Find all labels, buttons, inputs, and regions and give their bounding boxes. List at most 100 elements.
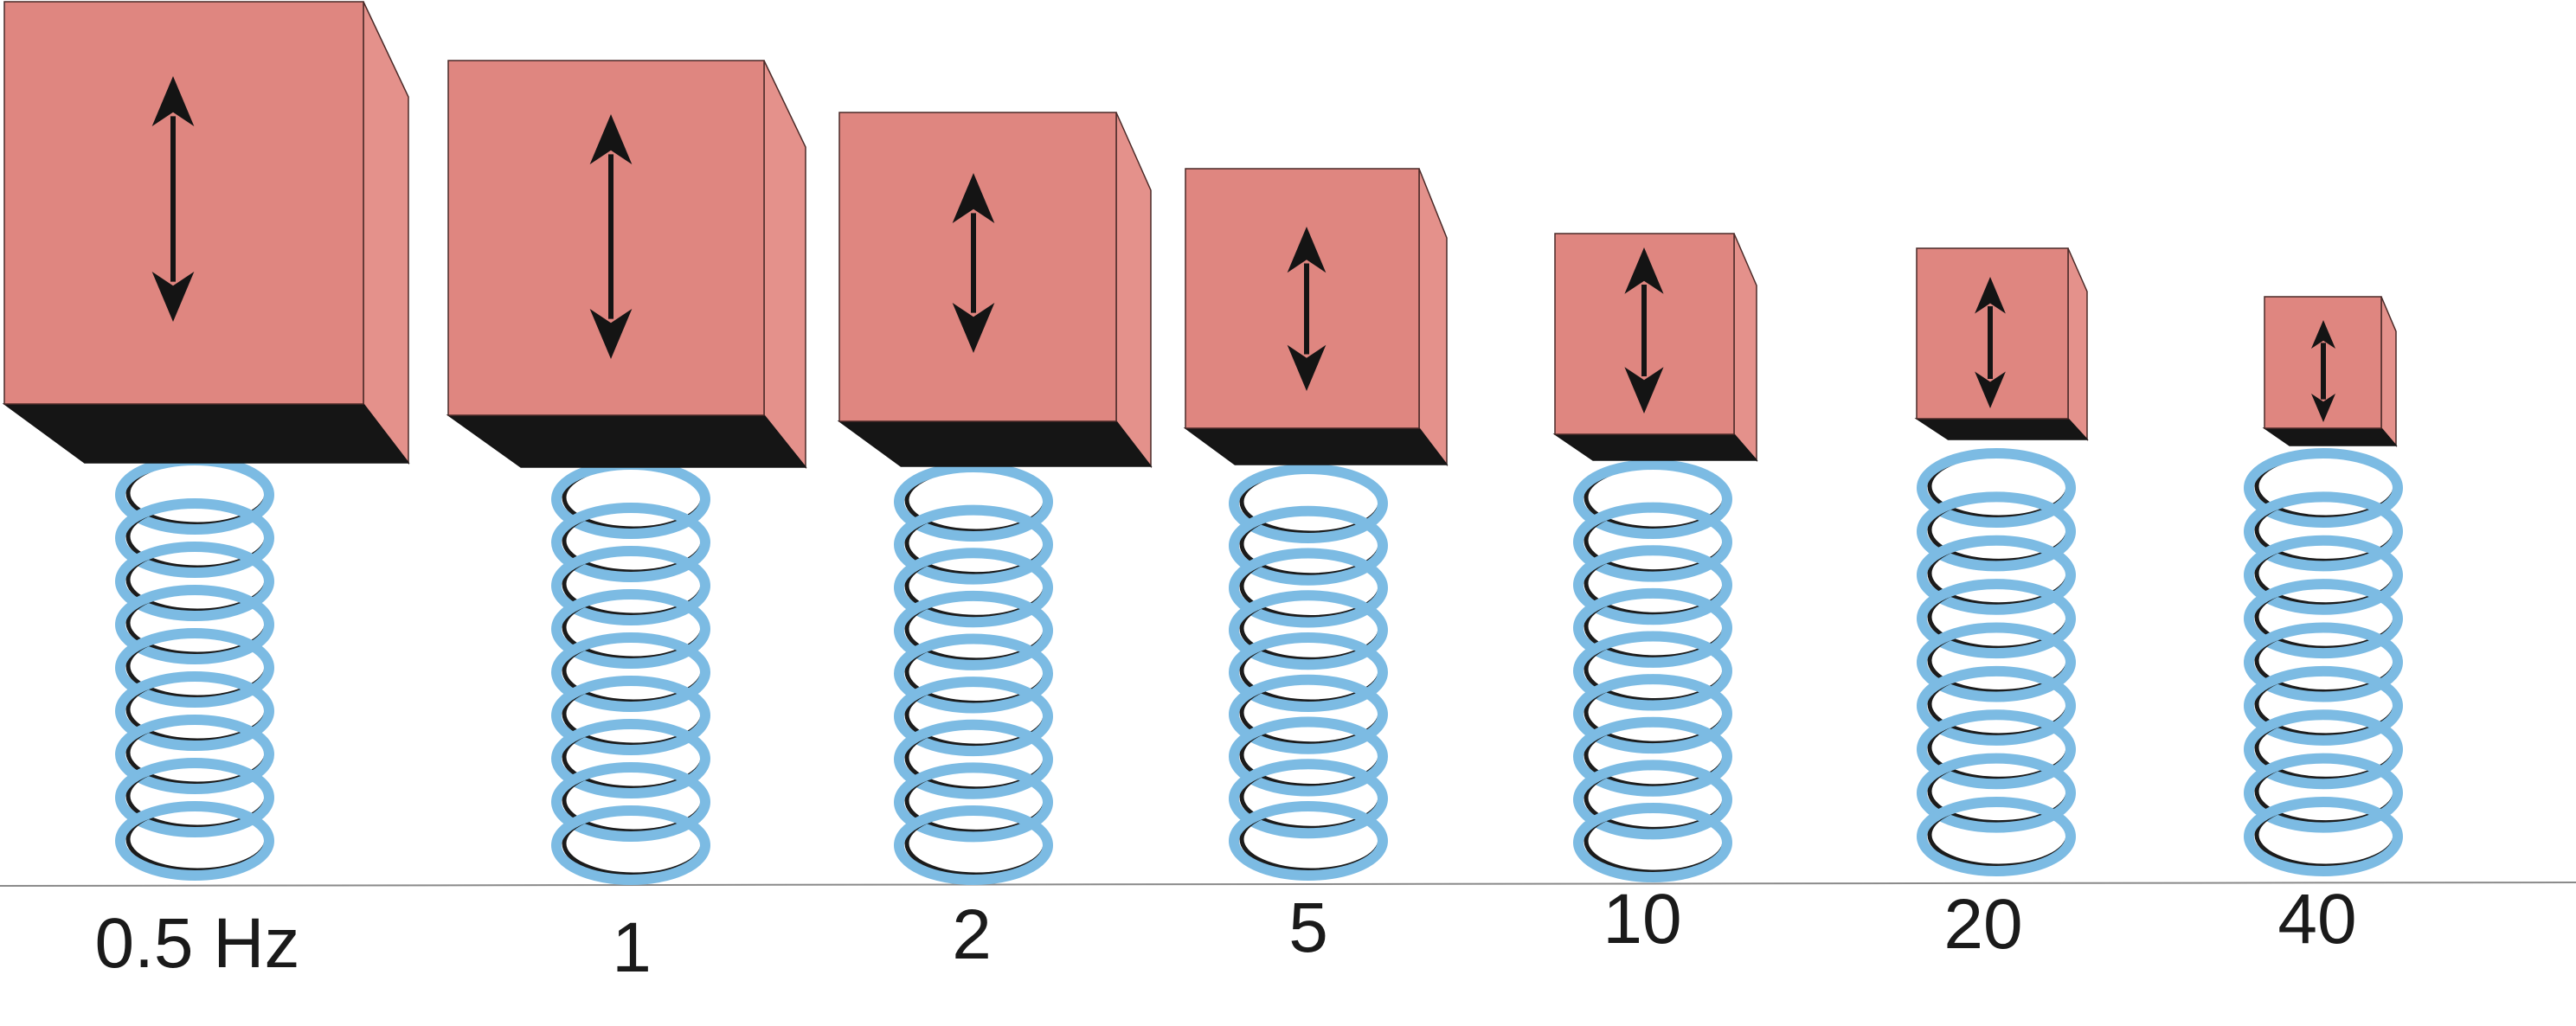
spring-coil <box>1229 464 1388 543</box>
mass-box <box>1183 168 1449 467</box>
spring-coil <box>551 589 710 669</box>
arrow-head-up <box>1287 227 1327 273</box>
mass-box-bottom <box>1552 433 1758 461</box>
mass-box-side <box>2067 247 2088 441</box>
spring-coil <box>115 498 274 578</box>
spring-coil <box>1573 674 1732 754</box>
mass-box-bottom <box>2262 427 2398 446</box>
mass-box <box>446 60 807 470</box>
frequency-label: 40 <box>2277 880 2357 959</box>
spring-coil <box>551 546 710 625</box>
double-arrow-icon <box>151 76 195 322</box>
double-arrow-icon <box>1975 277 2006 408</box>
mass-box-side <box>1115 112 1152 469</box>
spring-mass-system <box>2244 296 2403 876</box>
mass-box <box>837 112 1153 469</box>
spring-coil <box>2244 622 2403 702</box>
spring-coil <box>1917 753 2076 833</box>
mass-box-bottom <box>446 414 807 468</box>
arrow-head-up <box>1624 247 1664 294</box>
arrow-head-down <box>151 272 195 322</box>
spring-coil <box>1917 535 2076 615</box>
spring-coil <box>551 632 710 712</box>
spring-coil <box>115 542 274 621</box>
mass-box <box>2262 296 2398 448</box>
spring-coil <box>115 628 274 708</box>
spring <box>2244 448 2403 876</box>
mass-box-bottom <box>2 403 410 464</box>
arrow-head-up <box>952 173 995 223</box>
spring-coil <box>115 801 274 881</box>
arrow-head-up <box>151 76 195 126</box>
spring-coil <box>551 762 710 842</box>
spring-coil <box>894 719 1053 799</box>
spring-coil <box>894 590 1053 670</box>
spring-coil <box>1229 590 1388 670</box>
spring-coil <box>1917 709 2076 790</box>
spring-mass-system <box>446 60 807 885</box>
arrow-head-down <box>1624 367 1664 414</box>
spring-coil <box>1573 459 1732 539</box>
mass-box-bottom <box>1183 427 1449 465</box>
arrow-head-down <box>589 309 633 359</box>
mass-box-front <box>838 112 1117 422</box>
frequency-label: 2 <box>952 895 992 974</box>
spring-coil <box>894 548 1053 628</box>
mass-box-side <box>1418 168 1448 467</box>
spring <box>1573 459 1732 882</box>
arrow-head-down <box>2311 393 2335 422</box>
spring-coil <box>1573 545 1732 625</box>
spring-coil <box>1917 448 2076 528</box>
mass-box-front <box>447 60 765 416</box>
spring <box>551 459 710 885</box>
frequency-label: 5 <box>1288 888 1328 967</box>
double-arrow-icon <box>2311 320 2335 422</box>
spring-mass-systems <box>2 1 2403 885</box>
spring-coil <box>551 805 710 885</box>
spring-coil <box>2244 797 2403 876</box>
spring-coil <box>551 719 710 798</box>
mass-box-side <box>763 60 806 470</box>
spring-coil <box>1229 674 1388 754</box>
spring-mass-system <box>1914 247 2089 876</box>
mass-box-side <box>1733 233 1757 463</box>
spring <box>1917 448 2076 876</box>
spring-coil <box>2244 579 2403 659</box>
spring-coil <box>2244 491 2403 572</box>
spring-coil <box>894 677 1053 757</box>
spring-coil <box>1917 491 2076 572</box>
spring-coil <box>1229 548 1388 628</box>
mass-box-side <box>363 1 409 465</box>
spring-mass-system <box>2 1 410 881</box>
arrow-head-down <box>1975 371 2006 408</box>
spring-mass-system <box>837 112 1153 885</box>
spring-coil <box>1229 759 1388 839</box>
spring-coil <box>894 633 1053 714</box>
double-arrow-icon <box>1287 227 1327 391</box>
mass-box-side <box>2380 296 2397 448</box>
spring-coil <box>894 462 1053 542</box>
spring <box>1229 464 1388 881</box>
spring-coil <box>1573 716 1732 797</box>
spring-mass-system <box>1183 168 1449 881</box>
spring-coil <box>1229 505 1388 586</box>
mass-box-front <box>1185 168 1420 429</box>
spring-coil <box>551 676 710 755</box>
spring-coil <box>1573 587 1732 668</box>
mass-box-bottom <box>837 420 1153 467</box>
spring-coil <box>1229 632 1388 712</box>
spring-coil <box>1573 502 1732 582</box>
arrow-head-up <box>2311 320 2335 349</box>
spring-coil <box>894 504 1053 585</box>
mass-box <box>1914 247 2089 441</box>
frequency-label: 1 <box>612 908 652 987</box>
spring-coil <box>1229 716 1388 797</box>
spring-coil <box>1229 801 1388 881</box>
spring <box>894 462 1053 885</box>
arrow-head-up <box>589 114 633 164</box>
arrow-head-down <box>952 303 995 353</box>
frequency-label: 10 <box>1603 880 1682 959</box>
spring-coil <box>894 805 1053 885</box>
spring-coil <box>1573 760 1732 840</box>
